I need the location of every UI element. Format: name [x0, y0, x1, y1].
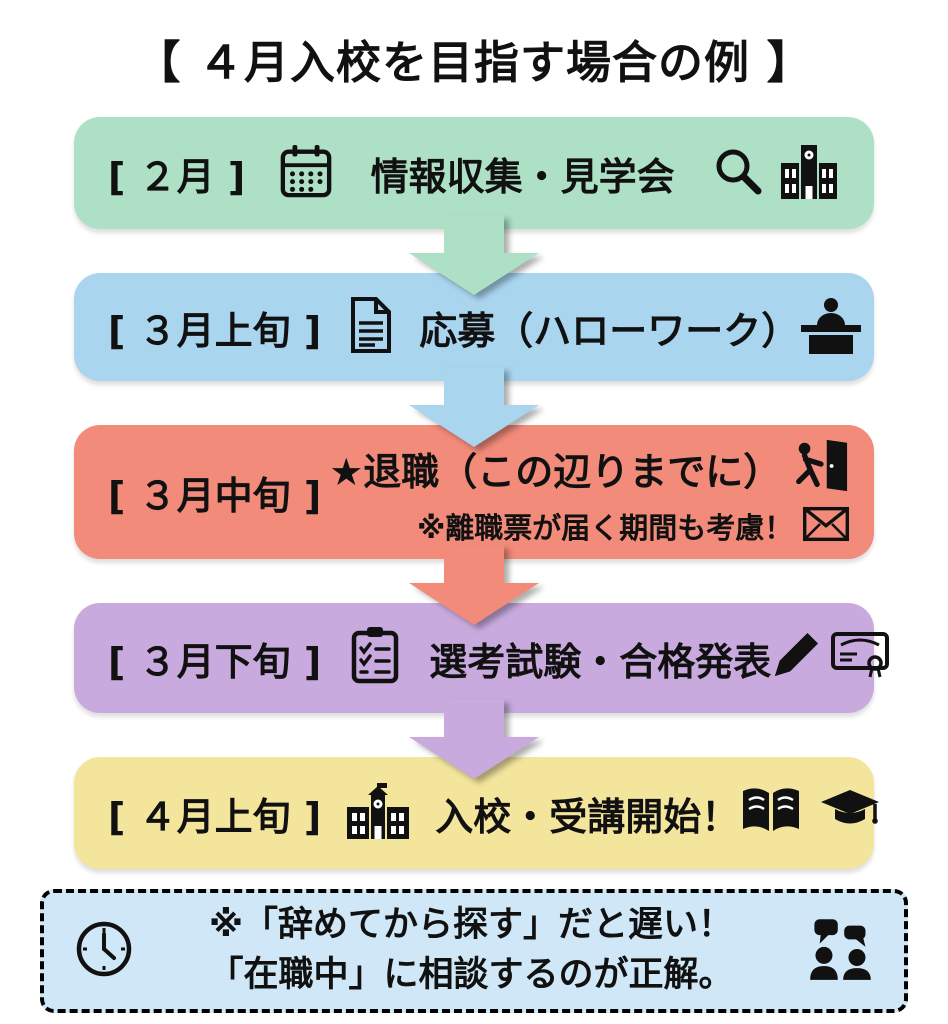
step-label: [ ４月上旬 ]	[108, 794, 322, 839]
step-february: [ ２月 ] 情報収集・見学会	[74, 117, 874, 229]
caution-line: ※離職票が届く期間も考慮！	[417, 505, 850, 547]
step-text: 入校・受講開始！	[435, 794, 740, 839]
step-february-left: [ ２月 ]	[108, 143, 333, 203]
checklist-icon	[351, 627, 399, 689]
step-text: 選考試験・合格発表	[429, 639, 772, 684]
pencil-icon	[771, 632, 819, 684]
step-label: [ ２月 ]	[108, 154, 246, 199]
search-icon	[712, 145, 764, 201]
step-text: ★退職（この辺りまでに）	[329, 449, 782, 494]
step-label: [ ３月上旬 ]	[108, 308, 322, 353]
step-subtext: ※離職票が届く期間も考慮！	[417, 511, 794, 545]
step-mid-march-content: ★退職（この辺りまでに）	[321, 437, 850, 547]
note-line-2: 「在職中」に相談するのが正解。	[208, 955, 734, 995]
step-early-april-right	[739, 785, 881, 841]
arrow-down-3	[404, 545, 544, 625]
step-label: [ ３月下旬 ]	[108, 639, 322, 684]
step-text: 応募（ハローワーク）	[419, 308, 800, 353]
calendar-icon	[279, 143, 333, 203]
open-book-icon	[739, 785, 803, 841]
page-title: 【 ４月入校を目指す場合の例 】	[135, 36, 813, 89]
step-early-march-left: [ ３月上旬 ] 応募（ハローワーク）	[108, 297, 799, 357]
step-early-march: [ ３月上旬 ] 応募（ハローワーク）	[74, 273, 874, 381]
envelope-icon	[803, 506, 850, 546]
step-mid-march: [ ３月中旬 ] ★退職（この辺りまでに）	[74, 425, 874, 559]
document-icon	[347, 297, 393, 357]
step-late-march-right	[771, 632, 890, 684]
step-text: 情報収集・見学会	[370, 154, 675, 199]
arrow-down-2	[404, 367, 544, 447]
reception-desk-icon	[799, 296, 863, 358]
school-icon	[345, 783, 411, 843]
flow-chart: [ ２月 ] 情報収集・見学会	[74, 117, 890, 869]
certificate-icon	[831, 632, 890, 684]
arrow-down-1	[404, 215, 544, 295]
resign-line: ★退職（この辺りまでに）	[329, 437, 849, 499]
note-line-1: ※「辞めてから探す」だと遅い！	[208, 905, 734, 946]
step-early-april-left: [ ４月上旬 ]	[108, 783, 739, 843]
people-chat-icon	[808, 918, 874, 984]
note-text: ※「辞めてから探す」だと遅い！ 「在職中」に相談するのが正解。	[134, 901, 808, 1000]
exit-door-icon	[791, 437, 849, 499]
note-box: ※「辞めてから探す」だと遅い！ 「在職中」に相談するのが正解。	[40, 889, 908, 1013]
school-building-icon	[778, 143, 840, 203]
step-label: [ ３月中旬 ]	[108, 473, 322, 518]
clock-icon	[74, 919, 134, 983]
arrow-down-4	[404, 699, 544, 779]
step-february-right	[712, 143, 840, 203]
graduation-cap-icon	[819, 788, 881, 838]
step-late-march-left: [ ３月下旬 ] 選	[108, 627, 771, 689]
step-early-march-right	[799, 296, 863, 358]
